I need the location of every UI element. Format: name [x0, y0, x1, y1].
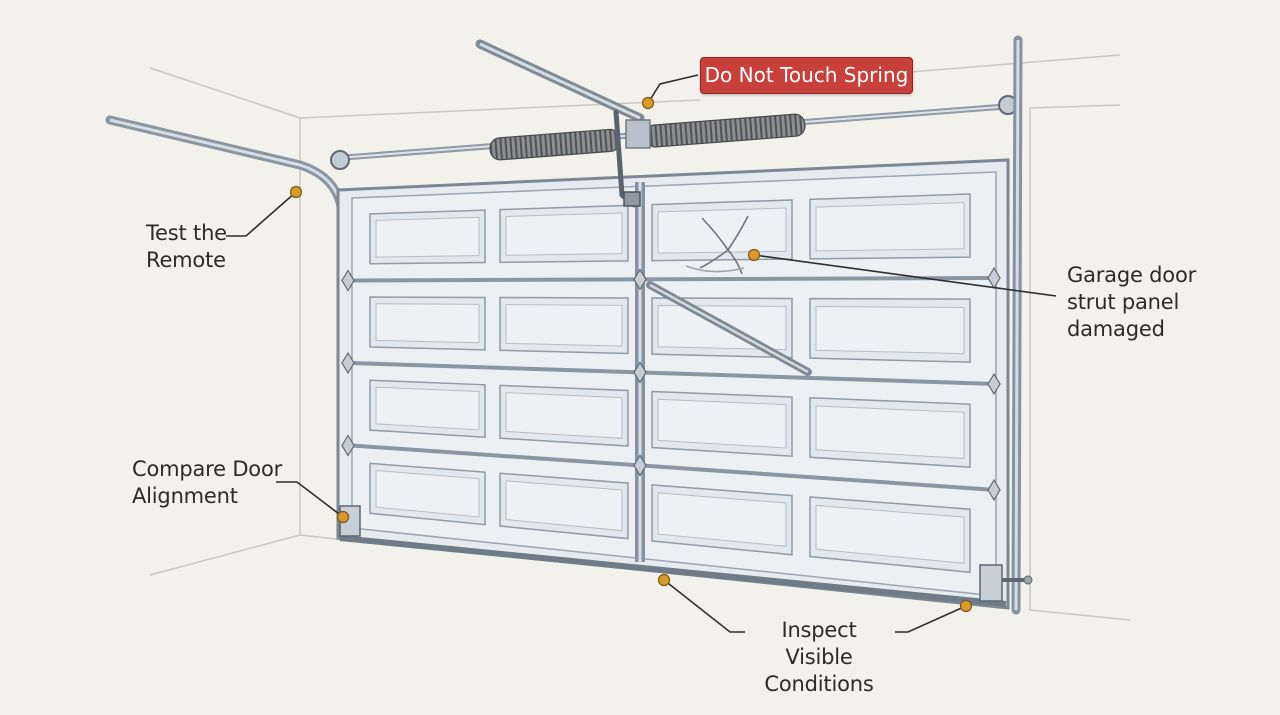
bottom-brackets	[339, 505, 1033, 602]
do-not-touch-spring-badge: Do Not Touch Spring	[700, 57, 913, 94]
callout-strut-damaged: Garage door strut panel damaged	[1067, 262, 1196, 343]
marker-remote	[289, 185, 303, 199]
callout-compare-alignment: Compare Door Alignment	[132, 456, 282, 510]
raised-panel-inner	[815, 405, 965, 459]
right-track	[1011, 35, 1023, 615]
callout-test-remote: Test the Remote	[146, 220, 227, 274]
raised-panel-inner	[375, 303, 480, 344]
panel-dent	[685, 215, 749, 275]
callout-test-remote-line1: Test the	[146, 221, 227, 245]
raised-panel-inner	[505, 304, 623, 347]
raised-panel-inner	[505, 212, 623, 256]
raised-panel-inner	[815, 202, 965, 252]
door-sections	[351, 276, 997, 492]
raised-panel-inner	[375, 469, 480, 518]
hinge	[341, 434, 355, 457]
callout-compare-alignment-line1: Compare Door	[132, 457, 283, 481]
marker-alignment	[336, 510, 350, 524]
raised-panel-inner	[375, 216, 480, 258]
callout-test-remote-line2: Remote	[146, 248, 226, 272]
raised-panel-inner	[657, 492, 787, 547]
callout-markers	[289, 96, 973, 613]
opener-arm	[613, 109, 641, 208]
callout-compare-alignment-line2: Alignment	[132, 484, 238, 508]
callout-inspect-conditions-line2: Conditions	[764, 672, 874, 696]
callout-inspect-conditions: Inspect Visible Conditions	[748, 617, 890, 698]
marker-inspect-right	[959, 599, 973, 613]
damaged-strut	[646, 281, 812, 376]
hinge	[987, 372, 1001, 396]
leader-lines	[226, 74, 1057, 633]
hinge	[987, 478, 1001, 502]
opener-rail	[475, 39, 645, 123]
raised-panel-inner	[815, 306, 965, 355]
callout-strut-damaged-line1: Garage door	[1067, 263, 1197, 287]
door-panels	[369, 193, 971, 574]
hinge	[633, 268, 647, 291]
raised-panel-inner	[375, 386, 480, 431]
callout-strut-damaged-line3: damaged	[1067, 317, 1165, 341]
hinge	[633, 361, 647, 384]
raised-panel-inner	[657, 207, 787, 254]
raised-panel-inner	[815, 504, 965, 564]
hinge	[341, 351, 355, 375]
section-joint	[351, 361, 997, 386]
section-joint	[351, 276, 997, 283]
raised-panel-inner	[505, 392, 623, 439]
raised-panel-inner	[657, 398, 787, 449]
door-hinges	[341, 266, 1001, 502]
marker-spring	[641, 96, 655, 110]
marker-strut	[747, 248, 761, 262]
raised-panel-inner	[505, 480, 623, 532]
callout-strut-damaged-line2: strut panel	[1067, 290, 1180, 314]
hinge	[633, 454, 647, 477]
section-joint	[351, 443, 997, 492]
bottom-seal	[339, 535, 1007, 607]
hinge	[341, 269, 355, 292]
callout-inspect-conditions-line1: Inspect Visible	[781, 618, 857, 669]
marker-inspect-center	[657, 573, 671, 587]
torsion-spring-assembly	[330, 95, 1018, 170]
